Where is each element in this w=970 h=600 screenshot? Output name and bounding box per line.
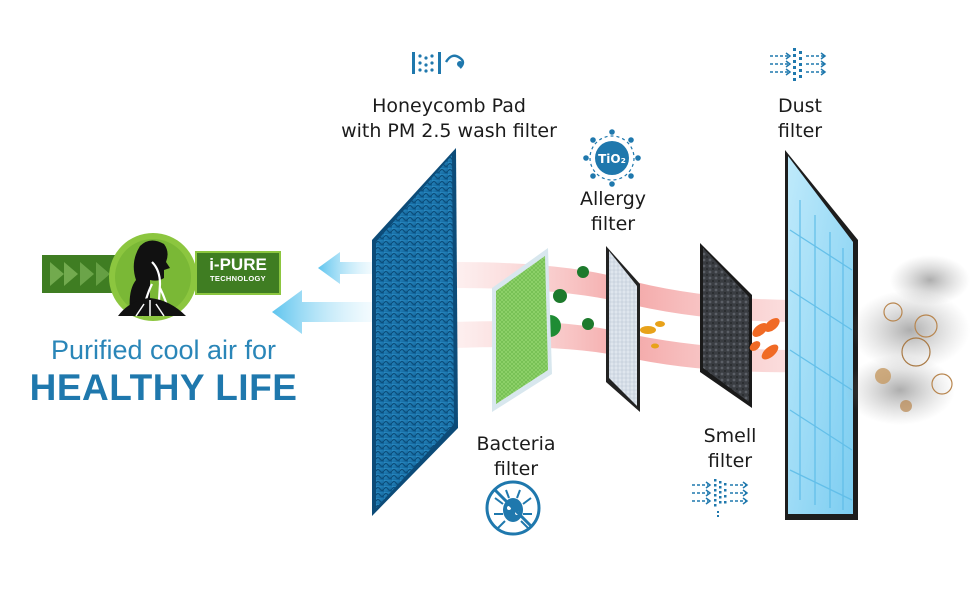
honeycomb-label-line1: Honeycomb Pad [372,95,526,117]
ipure-subtitle: TECHNOLOGY [210,274,266,283]
breathing-person-icon [118,240,186,317]
odor-blocking-icon [692,479,749,519]
bacteria-label: Bacteria filter [466,432,566,482]
dust-particles [845,255,970,425]
tagline: Purified cool air for HEALTHY LIFE [26,334,301,410]
tagline-line1: Purified cool air for [50,335,277,365]
ipure-badge-text: i-PURE TECHNOLOGY [203,255,273,284]
honeycomb-label: Honeycomb Pad with PM 2.5 wash filter [330,94,568,144]
allergy-filter-panel [606,246,640,412]
odor-particles [749,318,780,360]
dust-label-line1: Dust [777,95,823,117]
dust-label-line2: filter [777,120,823,142]
bacteria-label-line2: filter [493,458,539,480]
no-bacteria-icon [485,480,541,536]
dust-filter-panel [785,150,858,520]
smell-label-line1: Smell [703,425,757,447]
smell-label: Smell filter [690,424,770,474]
cool-air-arrows [272,252,375,334]
allergy-label-line2: filter [590,213,636,235]
honeycomb-label-line2: with PM 2.5 wash filter [341,120,557,142]
ipure-badge [42,233,281,321]
tio2-molecule-icon: TiO₂ [583,129,641,187]
bacteria-label-line1: Bacteria [476,433,556,455]
allergy-label-line1: Allergy [579,188,647,210]
bacteria-filter-panel [492,248,552,412]
dust-label: Dust filter [760,94,840,144]
pollen-particles [640,321,665,349]
allergy-label: Allergy filter [566,187,660,237]
tagline-line2: HEALTHY LIFE [29,367,298,408]
smell-filter-panel [700,243,752,408]
water-spray-icon [412,52,465,74]
smell-label-line2: filter [707,450,753,472]
honeycomb-pad-panel [372,148,458,516]
ipure-title: i-PURE [209,255,267,274]
tio2-text: TiO₂ [598,152,626,166]
dust-blocking-icon [770,48,827,81]
